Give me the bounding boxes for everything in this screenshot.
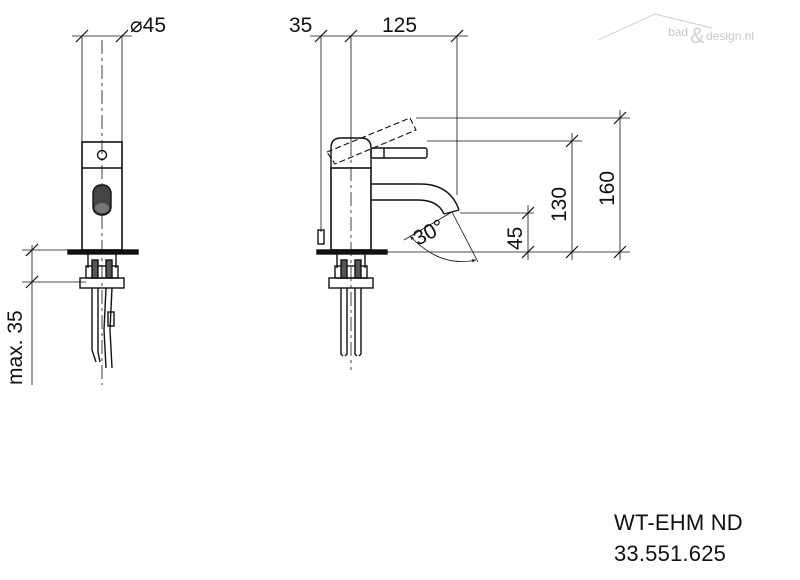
svg-text:bad: bad — [668, 25, 688, 39]
article-number: 33.551.625 — [614, 541, 727, 566]
svg-text:design.nl: design.nl — [706, 29, 754, 43]
watermark-logo: bad & design.nl — [597, 13, 754, 48]
svg-text:&: & — [690, 23, 705, 48]
mount-depth-label: max. 35 — [4, 310, 27, 385]
height-max-label: 160 — [596, 171, 619, 206]
spout-height-label: 45 — [504, 227, 527, 250]
reach-label: 125 — [382, 14, 417, 37]
offset-label: 35 — [289, 14, 312, 37]
diameter-label: ⌀45 — [130, 14, 166, 37]
angle-label: 30° — [410, 215, 449, 250]
front-view — [22, 29, 139, 385]
side-view — [310, 29, 630, 370]
height-handle-label: 130 — [548, 187, 571, 222]
model-name: WT-EHM ND — [614, 510, 743, 535]
